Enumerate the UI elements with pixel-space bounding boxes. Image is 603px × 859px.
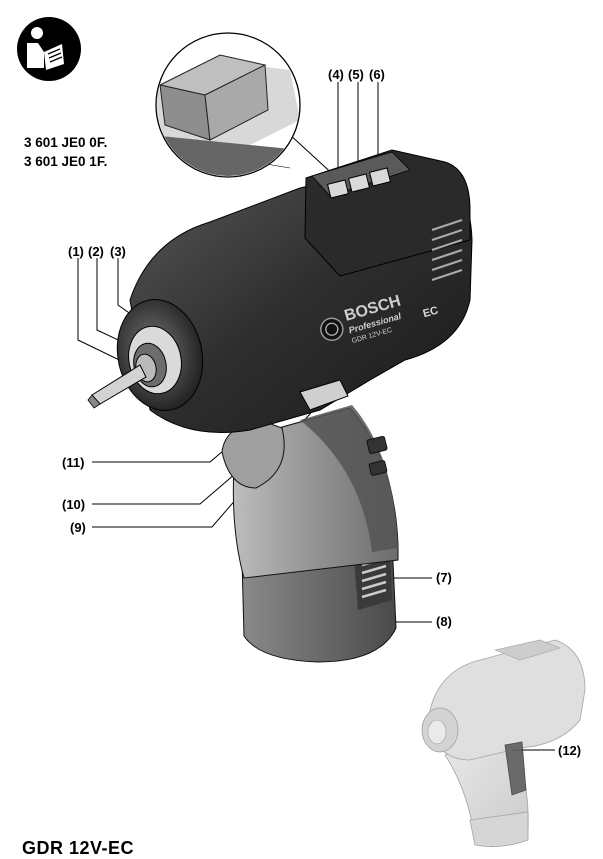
callout-11: (11) (62, 455, 85, 470)
read-manual-icon (17, 17, 81, 81)
callout-9: (9) (70, 520, 86, 535)
callout-10: (10) (62, 497, 86, 512)
belt-clip (504, 741, 527, 796)
callout-7: (7) (436, 570, 452, 585)
model-number-2: 3 601 JE0 1F. (24, 154, 108, 169)
callout-1: (1) (68, 244, 84, 259)
belt-clip-view (421, 639, 586, 848)
detail-zoom-circle (155, 32, 338, 179)
footer-heading: GDR 12V-EC (22, 838, 135, 858)
callout-8: (8) (436, 614, 452, 629)
model-number-1: 3 601 JE0 0F. (24, 135, 108, 150)
callout-12: (12) (558, 743, 582, 758)
callout-6: (6) (369, 67, 385, 82)
callout-4: (4) (328, 67, 344, 82)
brand-panel: BOSCH Professional GDR 12V-EC EC (320, 293, 440, 345)
callout-2: (2) (88, 244, 104, 259)
control-panel (326, 167, 392, 199)
callout-5: (5) (348, 67, 364, 82)
rotation-selector (299, 379, 349, 411)
ventilation-grille (431, 218, 463, 282)
callout-3: (3) (110, 244, 126, 259)
ec-badge: EC (422, 304, 440, 320)
